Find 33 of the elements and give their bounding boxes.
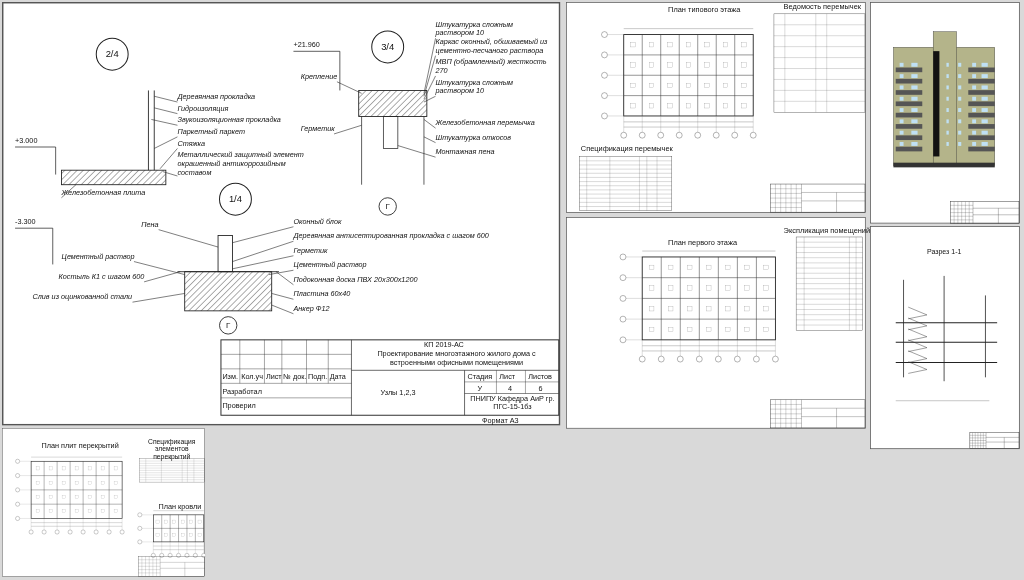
leader-line [423,136,436,143]
leader-line [397,145,436,158]
leader-line [133,261,185,275]
leader-line [153,107,178,114]
leader-line [61,184,77,199]
leader-line [336,81,362,94]
window-sill-detail-drawing [177,235,280,312]
leader-line [232,226,294,243]
floor-junction-detail-drawing [61,90,167,186]
lintel-detail-drawing [358,90,428,186]
leader-line [143,271,181,283]
detail-number: 3/4 [380,41,396,52]
leader-line [153,136,178,149]
leader-line [151,119,178,126]
leader-line [423,119,436,129]
leader-line [423,95,436,103]
leader-line [275,271,294,286]
leader-line [159,148,178,170]
leader-line [232,240,294,262]
leader-line [423,37,436,94]
leader-line [423,75,436,100]
leader-line [271,304,294,315]
leader-line [333,124,362,135]
leader-line [232,255,294,270]
leader-line [268,269,294,275]
detail-number: 1/4 [227,193,243,204]
leader-line [158,229,219,248]
detail-number: 2/4 [104,48,120,59]
leader-line [162,171,178,177]
leader-line [271,293,294,300]
leader-line [423,55,436,97]
leader-line [132,293,185,303]
leader-line [153,95,178,103]
